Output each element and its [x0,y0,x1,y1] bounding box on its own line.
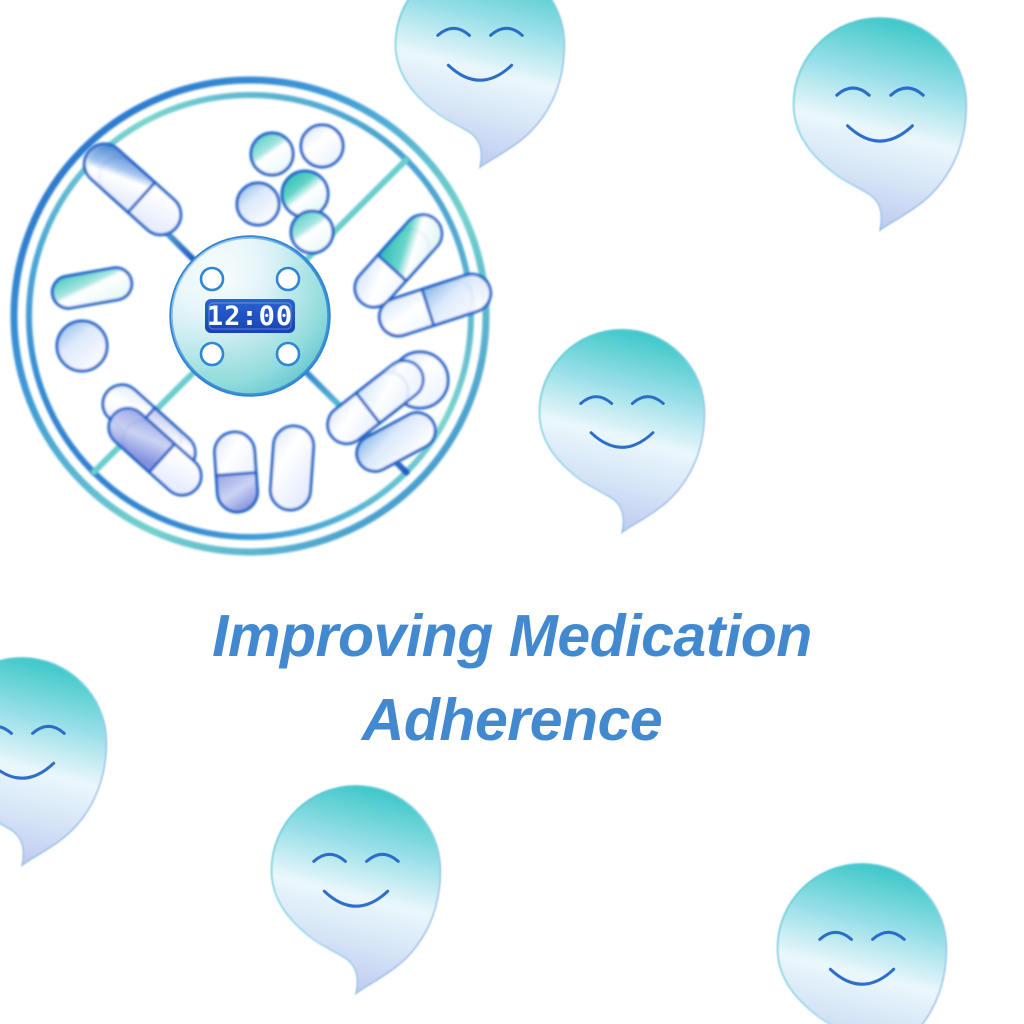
compartment-capsules-upper-right [353,213,493,338]
smiley-left [0,658,106,866]
smiley-middle-right [539,330,704,533]
compartment-capsule-tablet-right [326,350,450,473]
compartment-capsules-bottom [213,424,316,514]
hub-button-top-right[interactable] [275,266,301,292]
smiley-top [396,0,565,167]
timer-display: 12:00 [205,299,295,333]
compartment-capsule-upper-left [82,142,183,237]
hub-button-bottom-right[interactable] [275,341,301,367]
hub-buttons[interactable] [199,266,301,367]
compartment-tablets-top [235,123,345,255]
organizer-hub[interactable]: 12:00 [169,235,331,397]
smiley-bottom-right [778,864,947,1024]
smiley-bottom-left [272,786,441,994]
compartment-tablet-oval-left [50,266,134,373]
smiley-top-right [794,18,967,230]
hub-button-top-left[interactable] [199,266,225,292]
timer-display-text: 12:00 [207,301,293,332]
hub-button-bottom-left[interactable] [199,341,225,367]
compartment-capsules-lower-left [101,383,203,497]
pill-organizer-wheel: 12:00 [10,76,493,556]
